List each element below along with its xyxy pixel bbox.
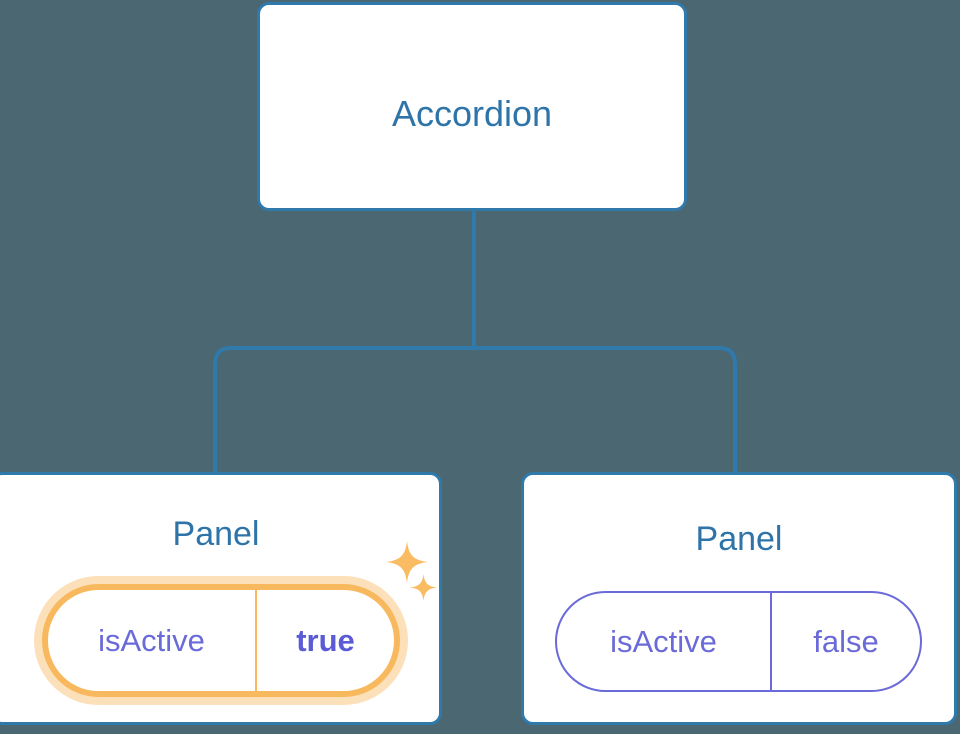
connector-branch: [213, 346, 737, 472]
prop-value: true: [296, 623, 355, 658]
prop-value: false: [813, 624, 879, 659]
node-accordion[interactable]: Accordion: [257, 2, 687, 211]
node-accordion-title: Accordion: [391, 93, 553, 134]
prop-pill-isactive-true[interactable]: isActive true: [42, 584, 400, 697]
node-panel-active-title: Panel: [172, 515, 260, 553]
node-panel-inactive-title: Panel: [695, 520, 783, 558]
prop-pill-isactive-false[interactable]: isActive false: [555, 591, 922, 692]
prop-key: isActive: [48, 590, 257, 691]
prop-key: isActive: [557, 593, 772, 690]
